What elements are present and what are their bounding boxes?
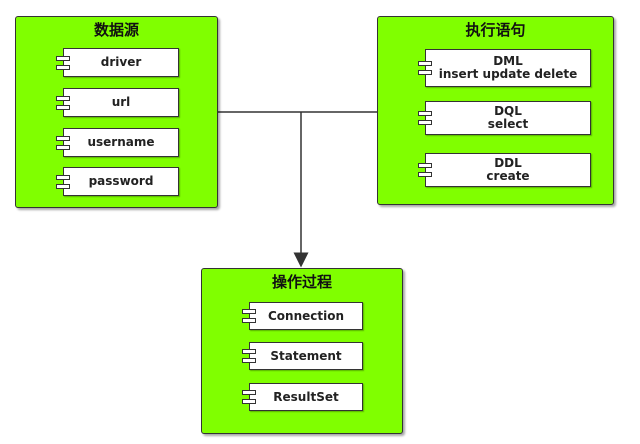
- package-datasource: 数据源 driver url username password: [15, 16, 218, 208]
- component-label: Statement: [270, 348, 342, 363]
- package-title: 执行语句: [465, 21, 526, 39]
- component-port-icon: [56, 144, 70, 150]
- component-label: username: [87, 135, 155, 149]
- component-connection: Connection: [242, 302, 363, 330]
- component-sublabel: insert update delete: [438, 67, 578, 81]
- component-url: url: [56, 88, 179, 117]
- component-port-icon: [56, 104, 70, 110]
- component-port-icon: [242, 390, 256, 395]
- component-port-icon: [418, 111, 432, 116]
- component-port-icon: [56, 135, 70, 141]
- component-password: password: [56, 167, 179, 196]
- component-port-icon: [56, 55, 70, 61]
- component-label: password: [88, 174, 154, 188]
- component-label: Connection: [267, 308, 345, 323]
- component-port-icon: [56, 95, 70, 101]
- component-label: url: [111, 95, 131, 109]
- component-port-icon: [242, 309, 256, 314]
- component-ddl: DDL create: [418, 153, 591, 187]
- component-sublabel: create: [486, 169, 530, 183]
- component-username: username: [56, 128, 179, 157]
- component-port-icon: [242, 318, 256, 323]
- component-dql: DQL select: [418, 101, 591, 135]
- package-title: 操作过程: [271, 273, 332, 291]
- package-title: 数据源: [93, 21, 139, 39]
- component-port-icon: [418, 61, 432, 66]
- component-port-icon: [242, 349, 256, 354]
- package-process: 操作过程 Connection Statement ResultSet: [201, 268, 403, 434]
- package-statements: 执行语句 DML insert update delete DQL select…: [377, 16, 614, 205]
- component-port-icon: [418, 70, 432, 75]
- component-port-icon: [56, 64, 70, 70]
- component-port-icon: [56, 174, 70, 180]
- component-resultset: ResultSet: [242, 383, 363, 411]
- component-dml: DML insert update delete: [418, 49, 591, 87]
- component-label: DDL: [494, 156, 522, 170]
- component-port-icon: [242, 399, 256, 404]
- component-driver: driver: [56, 48, 179, 77]
- component-sublabel: select: [487, 117, 529, 131]
- component-port-icon: [242, 358, 256, 363]
- component-statement: Statement: [242, 342, 363, 370]
- component-label: driver: [100, 55, 142, 69]
- component-label: ResultSet: [273, 389, 339, 404]
- component-port-icon: [418, 163, 432, 168]
- component-port-icon: [56, 183, 70, 189]
- component-label: DML: [493, 54, 523, 68]
- component-port-icon: [418, 120, 432, 125]
- component-port-icon: [418, 172, 432, 177]
- component-label: DQL: [494, 104, 522, 118]
